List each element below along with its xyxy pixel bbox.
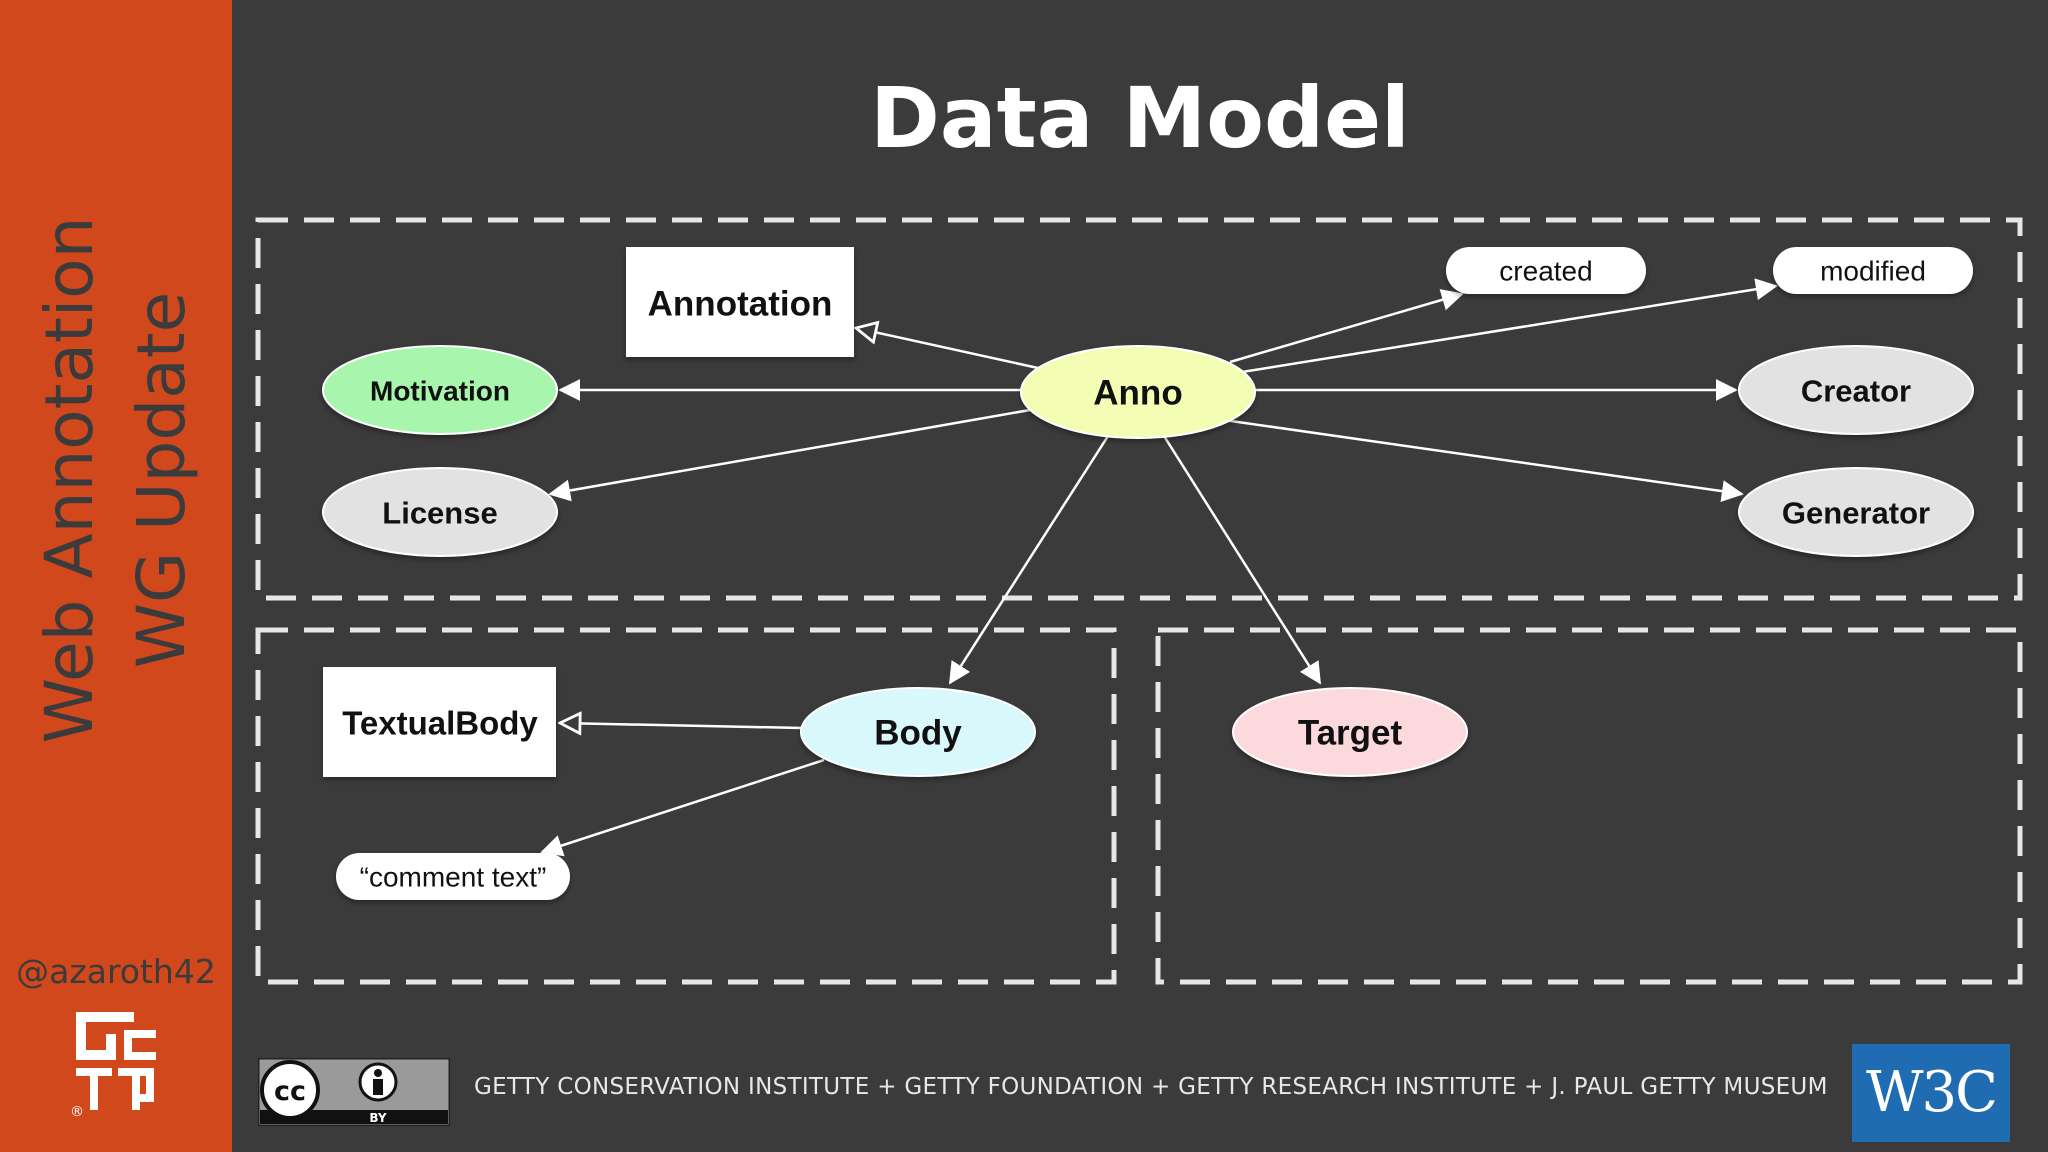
edge-anno-target [1162, 435, 1322, 685]
created-node [1446, 247, 1646, 294]
annotation-group-box [255, 217, 2023, 601]
textualbody-class-box [323, 667, 556, 777]
motivation-label: Motivation [370, 376, 510, 407]
sidebar: Web Annotation WG Update @azaroth42 ® [0, 0, 232, 1152]
getty-logo: ® [70, 1012, 156, 1116]
body-label: Body [874, 714, 962, 753]
cc-by-label: BY [369, 1111, 386, 1125]
edge-anno-created [1229, 289, 1464, 364]
edge-anno-body [948, 435, 1110, 685]
motivation-node [322, 345, 558, 435]
license-node [322, 467, 558, 557]
created-label: created [1499, 256, 1592, 287]
twitter-handle: @azaroth42 [16, 952, 216, 991]
annotation-label: Annotation [648, 285, 833, 324]
annotation-class-box [626, 247, 854, 357]
generator-label: Generator [1782, 496, 1930, 531]
creator-node [1738, 345, 1974, 435]
modified-label: modified [1820, 256, 1926, 287]
target-node [1232, 687, 1468, 777]
modified-node [1773, 247, 1973, 294]
edge-body-textualbody [560, 723, 803, 728]
comment-text-node [336, 853, 570, 900]
footer-sponsors: GETTY CONSERVATION INSTITUTE + GETTY FOU… [474, 1074, 1828, 1100]
target-group-box [1155, 627, 2023, 985]
edge-anno-modified [1241, 278, 1778, 374]
anno-node [1020, 345, 1256, 439]
creator-label: Creator [1801, 374, 1911, 409]
w3c-logo: W3C [1852, 1044, 2010, 1142]
textualbody-label: TextualBody [342, 705, 538, 742]
cc-by-license-badge: cc BY [258, 1058, 450, 1126]
comment-text-label: “comment text” [360, 862, 547, 893]
cc-icon: cc [274, 1076, 306, 1107]
edge-anno-generator [1223, 418, 1744, 503]
svg-text:®: ® [70, 1104, 84, 1116]
edge-body-comment [540, 758, 825, 857]
body-group-box [255, 627, 1117, 985]
edge-anno-license [548, 408, 1031, 502]
license-label: License [382, 496, 497, 531]
target-label: Target [1298, 714, 1403, 753]
slide-title: Data Model [870, 69, 1410, 167]
anno-label: Anno [1093, 374, 1182, 413]
body-node [800, 687, 1036, 777]
edge-anno-annotation [856, 328, 1039, 370]
generator-node [1738, 467, 1974, 557]
